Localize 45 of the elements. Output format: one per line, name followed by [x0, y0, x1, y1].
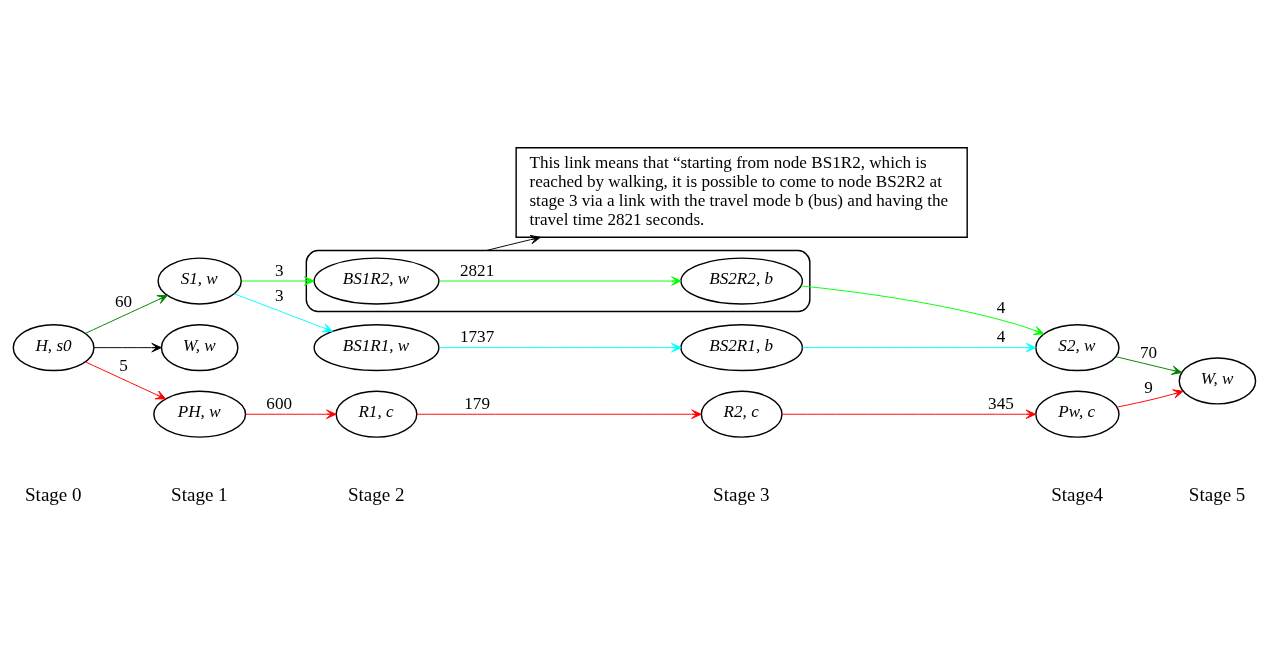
node-ellipse: H, s0: [12, 323, 95, 371]
arrow: [1115, 355, 1183, 375]
label: Stage 3: [713, 483, 770, 505]
label: Stage 2: [347, 483, 405, 505]
arrow: [801, 342, 1037, 352]
label: Stage 5: [1188, 483, 1246, 505]
edge-label: 9: [1144, 377, 1153, 397]
edge-label: 3: [274, 260, 284, 280]
arrow: [241, 275, 315, 286]
edge-label: 3: [274, 285, 284, 305]
edge-label: 4: [996, 297, 1006, 317]
node-ellipse: R2, c: [700, 390, 783, 438]
edge-label: 1737: [460, 326, 495, 346]
label: Stage4: [1051, 483, 1103, 505]
edge-label: 5: [119, 355, 128, 375]
edge-label: 4: [996, 326, 1006, 346]
arrow: [416, 408, 702, 419]
edge-label: 600: [266, 393, 293, 413]
arrow: [439, 342, 682, 352]
edge-label: 345: [988, 393, 1014, 413]
node-ellipse: BS2R2, b: [680, 256, 804, 305]
node-ellipse: S2, w: [1035, 323, 1120, 371]
arrow: [1116, 388, 1184, 408]
edge-label: 70: [1140, 342, 1158, 362]
node-box: This link means that “starting from node BS1R2, which is reached by walking, it is possible to come to node BS2R2 at stage 3 via a link with the travel mode b (bus) and having the travel time 2821 seconds.: [515, 146, 968, 238]
arrow: [93, 342, 162, 352]
arrow: [439, 275, 682, 286]
arrow: [85, 360, 167, 399]
node-ellipse: W, w: [160, 323, 239, 371]
label: Stage 1: [171, 483, 228, 505]
arrow: [233, 292, 334, 332]
node-ellipse: BS1R2, w: [313, 256, 440, 305]
node-ellipse: Pw, c: [1035, 390, 1120, 438]
arrow: [800, 284, 1045, 335]
arrow: [85, 294, 168, 334]
arrow: [485, 234, 541, 251]
edge-label: 179: [464, 393, 490, 413]
edge-label: 2821: [460, 260, 495, 280]
node-ellipse: R1, c: [335, 390, 418, 438]
edge-label: 60: [114, 291, 133, 311]
label: Stage 0: [25, 483, 82, 505]
arrow: [781, 408, 1037, 419]
arrow: [245, 408, 337, 419]
node-ellipse: BS2R1, b: [680, 323, 804, 371]
node-ellipse: W, w: [1178, 356, 1257, 405]
